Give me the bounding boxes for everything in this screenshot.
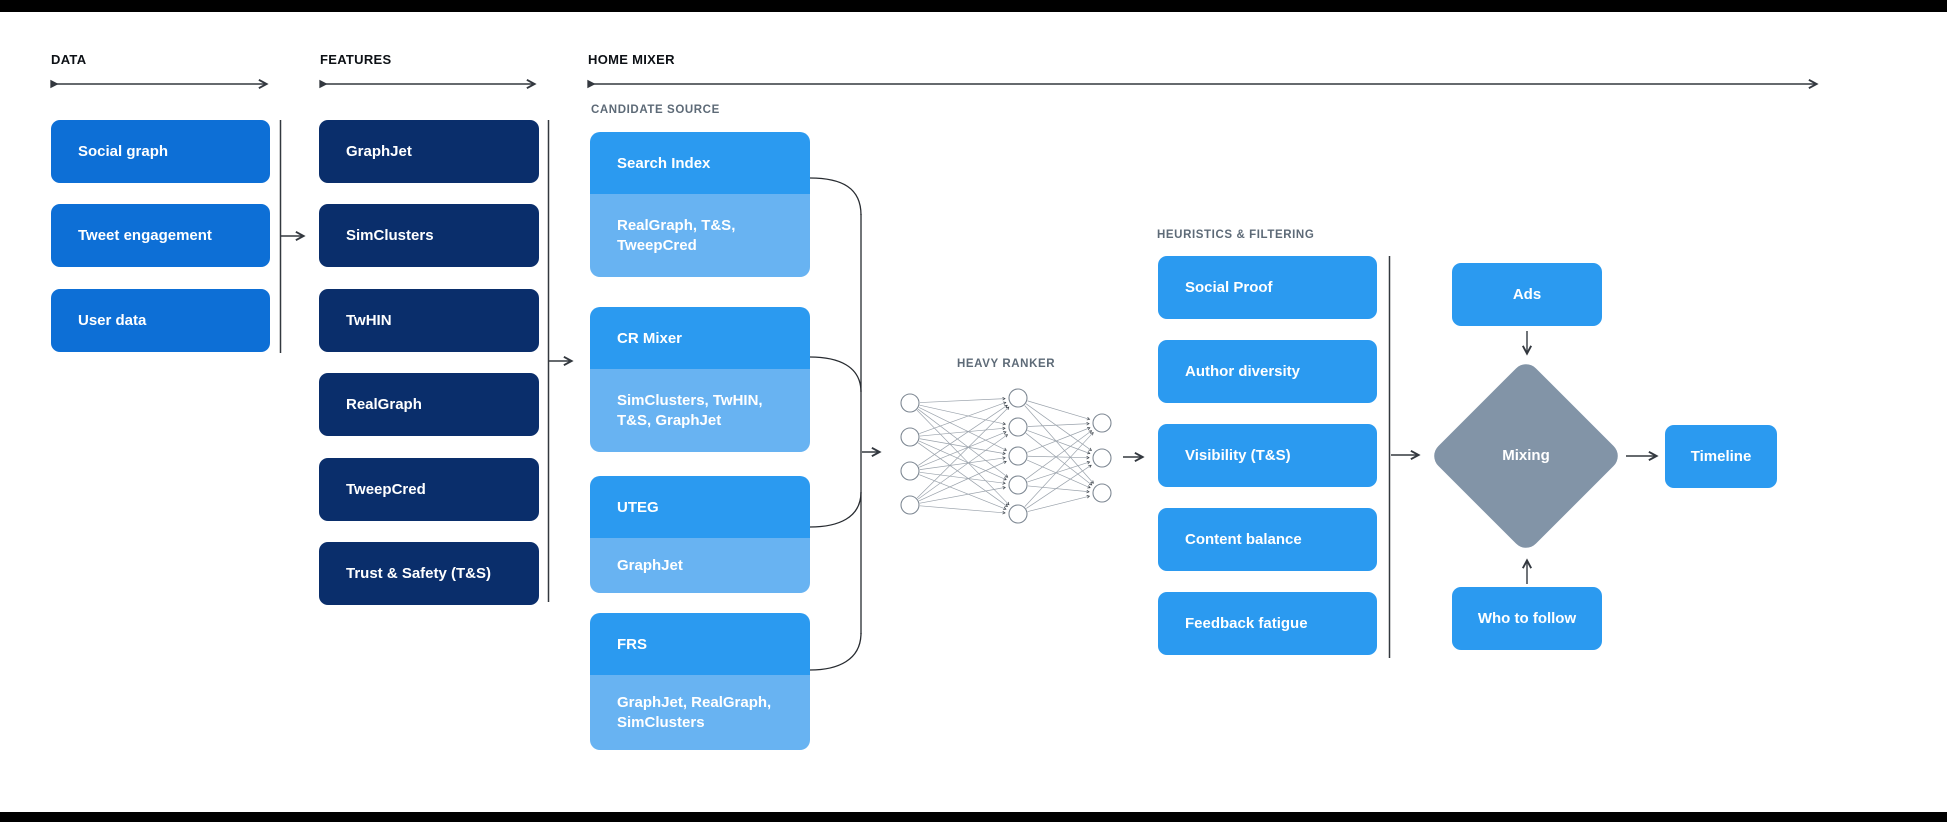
candidate-source-box-header: UTEG [590,476,810,538]
candidate-source-box-header: CR Mixer [590,307,810,369]
who-to-follow-box: Who to follow [1452,587,1602,650]
section-header-features: FEATURES [320,52,392,67]
candidate-source-label: CANDIDATE SOURCE [591,104,720,116]
section-header-home-mixer: HOME MIXER [588,52,675,67]
heuristic-box: Feedback fatigue [1158,592,1377,655]
search-index-connector [809,177,862,216]
top-black-bar [0,0,1947,12]
candidate-source-box-features: RealGraph, T&S, TweepCred [590,194,810,277]
ads-box: Ads [1452,263,1602,326]
feature-box: GraphJet [319,120,539,183]
heuristic-box: Author diversity [1158,340,1377,403]
heuristics-filtering-label: HEURISTICS & FILTERING [1157,229,1315,241]
frs-connector [809,632,862,671]
heuristic-box: Visibility (T&S) [1158,424,1377,487]
heavy-ranker-network [900,388,1112,524]
mixing-diamond-label: Mixing [1502,447,1550,464]
feature-box: RealGraph [319,373,539,436]
candidate-source-box-header: FRS [590,613,810,675]
candidate-source-box-features: SimClusters, TwHIN, T&S, GraphJet [590,369,810,452]
candidate-source-box-header: Search Index [590,132,810,194]
section-header-data: DATA [51,52,87,67]
heavy-ranker-label: HEAVY RANKER [957,358,1056,370]
data-source-box: Tweet engagement [51,204,270,267]
cr-mixer-connector [809,356,862,393]
data-source-box: User data [51,289,270,352]
bottom-black-bar [0,812,1947,822]
heuristic-box: Content balance [1158,508,1377,571]
feature-box: TweepCred [319,458,539,521]
candidate-source-box-features: GraphJet [590,538,810,593]
uteg-connector [809,491,862,528]
feature-box: Trust & Safety (T&S) [319,542,539,605]
mixing-diamond [1434,364,1618,548]
feature-box: TwHIN [319,289,539,352]
data-source-box: Social graph [51,120,270,183]
timeline-box: Timeline [1665,425,1777,488]
feature-box: SimClusters [319,204,539,267]
candidate-source-box-features: GraphJet, RealGraph, SimClusters [590,675,810,750]
heuristic-box: Social Proof [1158,256,1377,319]
